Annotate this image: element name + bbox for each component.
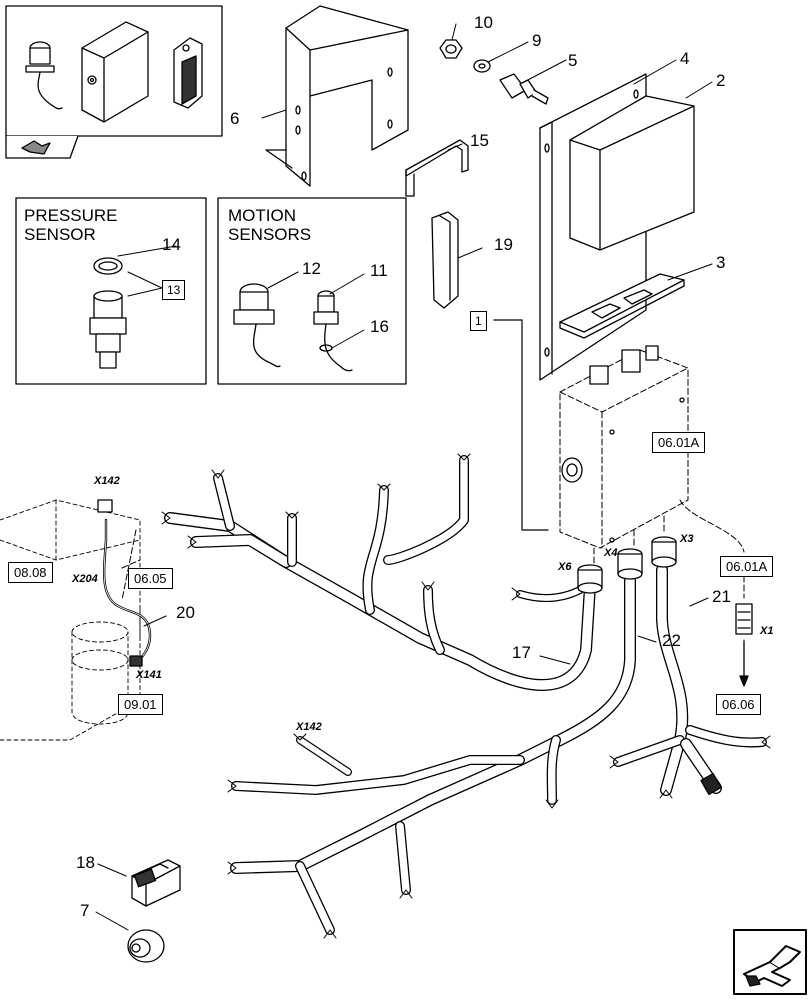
connector-x6 <box>577 564 603 594</box>
callout-21: 21 <box>712 587 731 606</box>
motion-sensors-title: MOTION SENSORS <box>228 206 311 244</box>
callout-12: 12 <box>302 259 321 278</box>
reference-09-01[interactable]: 09.01 <box>118 694 163 715</box>
module-details <box>561 345 685 543</box>
callout-9: 9 <box>532 31 542 50</box>
callout-19: 19 <box>494 235 513 254</box>
callout-18: 18 <box>76 853 95 872</box>
connector-label-x142-top: X142 <box>94 475 120 487</box>
motion-sensors-box <box>217 197 407 385</box>
callout-1: 1 <box>470 311 487 331</box>
pressure-title-line2: SENSOR <box>24 225 96 244</box>
pressure-title-line1: PRESSURE <box>24 206 118 225</box>
leader-lines <box>95 23 713 931</box>
connector-label-x204: X204 <box>72 573 98 585</box>
callout-3: 3 <box>716 253 726 272</box>
callout-11: 11 <box>370 261 388 280</box>
connector-label-x1: X1 <box>760 625 774 637</box>
electronic-control-unit <box>569 95 695 251</box>
plug <box>127 929 165 963</box>
callout-6: 6 <box>230 109 240 128</box>
grommet <box>131 859 181 907</box>
callout-16: 16 <box>370 317 389 336</box>
connector-label-x3: X3 <box>680 533 694 545</box>
harness-22 <box>230 570 636 935</box>
inset-sensor-icon <box>25 41 63 110</box>
reference-08-08[interactable]: 08.08 <box>8 562 53 583</box>
callout-4: 4 <box>680 49 690 68</box>
assembly-leader-line <box>493 319 549 531</box>
connector-x3 <box>651 536 677 568</box>
handle <box>405 139 469 197</box>
connector-label-x141: X141 <box>136 669 162 681</box>
reference-06-01a-upper[interactable]: 06.01A <box>652 432 706 453</box>
reference-06-05[interactable]: 06.05 <box>128 568 173 589</box>
callout-20: 20 <box>176 603 195 622</box>
pressure-sensor-title: PRESSURE SENSOR <box>24 206 118 244</box>
callout-13: 13 <box>162 280 186 300</box>
harness-21 <box>613 564 767 796</box>
callout-7: 7 <box>80 901 90 920</box>
nut <box>439 39 463 59</box>
window-frame <box>559 273 685 339</box>
callout-5: 5 <box>568 51 578 70</box>
callout-17: 17 <box>512 643 531 662</box>
connector-label-x142-bottom: X142 <box>296 721 322 733</box>
connector-x4 <box>617 548 643 580</box>
harness-17 <box>164 455 596 691</box>
wire-ends <box>161 453 771 939</box>
inset-bracket-icon <box>173 37 203 109</box>
shield-bracket <box>265 5 409 187</box>
motion-title-line2: SENSORS <box>228 225 312 244</box>
connector-label-x4: X4 <box>604 547 618 559</box>
connector-label-x6: X6 <box>558 561 572 573</box>
callout-10: 10 <box>474 13 493 32</box>
reference-06-01a-lower[interactable]: 06.01A <box>720 556 774 577</box>
arrow-head <box>739 675 749 687</box>
harness-20 <box>97 499 152 667</box>
connector-x1 <box>735 603 753 635</box>
next-page-arrow-icon[interactable] <box>733 929 807 995</box>
reference-06-06[interactable]: 06.06 <box>716 694 761 715</box>
channel-clip <box>431 211 459 309</box>
motion-title-line1: MOTION <box>228 206 296 225</box>
callout-14: 14 <box>162 235 181 254</box>
inset-control-box-icon <box>81 21 149 123</box>
callout-15: 15 <box>470 131 489 150</box>
callout-2: 2 <box>716 71 726 90</box>
callout-22: 22 <box>662 631 681 650</box>
washer <box>473 59 491 73</box>
stud <box>499 73 549 105</box>
